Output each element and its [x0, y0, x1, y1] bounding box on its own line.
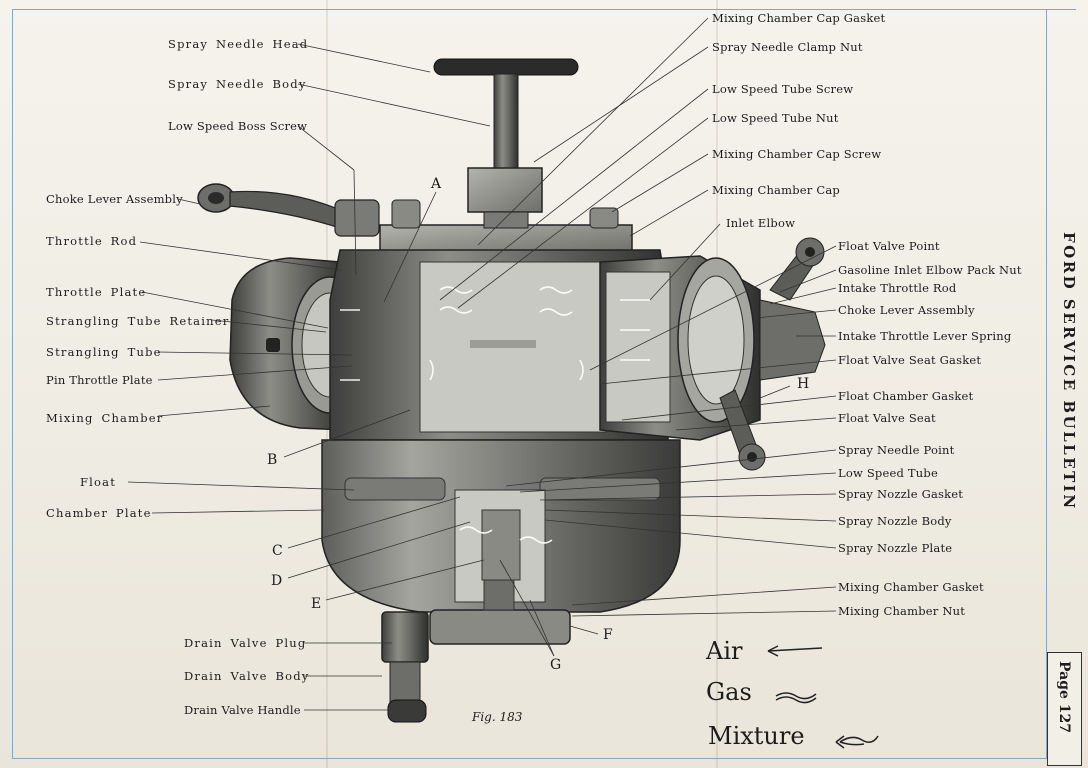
label-inlet-elbow: Inlet Elbow — [726, 216, 796, 230]
choke-lever — [197, 183, 380, 237]
label-spray-needle-body: Spray Needle Body — [168, 77, 307, 91]
inlet-elbow — [599, 255, 826, 441]
callout-letter-a: A — [431, 176, 442, 192]
carburetor-body — [329, 249, 669, 441]
border-rule — [12, 758, 1076, 759]
label-gasoline-inlet-elbow-pack-nut: Gasoline Inlet Elbow Pack Nut — [838, 263, 1022, 277]
border-rule — [1046, 9, 1047, 759]
legend-gas-label: Gas — [706, 678, 752, 706]
label-low-speed-tube: Low Speed Tube — [838, 466, 938, 480]
label-low-speed-boss-screw: Low Speed Boss Screw — [168, 119, 308, 133]
label-spray-nozzle-gasket: Spray Nozzle Gasket — [838, 487, 964, 501]
legend-air-label: Air — [706, 637, 743, 665]
callout-letter-d: D — [271, 573, 283, 589]
label-spray-nozzle-plate: Spray Nozzle Plate — [838, 541, 953, 555]
label-float: Float — [80, 475, 117, 489]
label-spray-needle-point: Spray Needle Point — [838, 443, 955, 457]
label-intake-throttle-rod: Intake Throttle Rod — [838, 281, 957, 295]
border-rule — [12, 9, 13, 759]
label-strangling-tube-retainer: Strangling Tube Retainer — [46, 314, 230, 328]
border-rule — [12, 9, 1076, 10]
label-choke-lever-assembly: Choke Lever Assembly — [46, 192, 183, 206]
label-chamber-plate: Chamber Plate — [46, 506, 152, 520]
callout-letter-b: B — [267, 452, 278, 468]
label-float-valve-seat: Float Valve Seat — [838, 411, 936, 425]
label-low-speed-tube-screw: Low Speed Tube Screw — [712, 82, 854, 96]
legend-symbols — [767, 645, 879, 749]
leader-lines-left — [127, 43, 491, 711]
label-float-valve-seat-gasket: Float Valve Seat Gasket — [838, 353, 982, 367]
label-mixing-chamber-cap-gasket: Mixing Chamber Cap Gasket — [712, 11, 886, 25]
label-strangling-tube: Strangling Tube — [46, 345, 162, 359]
label-drain-valve-plug: Drain Valve Plug — [184, 636, 307, 650]
callout-letter-g: G — [550, 657, 562, 673]
flow-arrows — [340, 286, 650, 544]
label-mixing-chamber-cap-screw: Mixing Chamber Cap Screw — [712, 147, 882, 161]
side-title: FORD SERVICE BULLETIN — [1050, 232, 1080, 532]
label-mixing-chamber: Mixing Chamber — [46, 411, 164, 425]
label-intake-throttle-lever-spring: Intake Throttle Lever Spring — [838, 329, 1012, 343]
label-spray-nozzle-body: Spray Nozzle Body — [838, 514, 952, 528]
label-throttle-plate: Throttle Plate — [46, 285, 147, 299]
label-spray-needle-head: Spray Needle Head — [168, 37, 309, 51]
label-float-chamber-gasket: Float Chamber Gasket — [838, 389, 974, 403]
label-throttle-rod: Throttle Rod — [46, 234, 138, 248]
drain-valve — [381, 611, 429, 723]
label-spray-needle-clamp-nut: Spray Needle Clamp Nut — [712, 40, 863, 54]
callout-letter-f: F — [603, 627, 613, 643]
label-mixing-chamber-nut: Mixing Chamber Nut — [838, 604, 966, 618]
callout-letter-c: C — [272, 543, 283, 559]
label-float-valve-point: Float Valve Point — [838, 239, 940, 253]
side-title-text: FORD SERVICE BULLETIN — [1060, 232, 1078, 511]
label-drain-valve-body: Drain Valve Body — [184, 669, 310, 683]
page-number: Page 127 — [1056, 661, 1072, 734]
label-mixing-chamber-cap: Mixing Chamber Cap — [712, 183, 840, 197]
float-bowl — [321, 439, 681, 645]
mixture-arrow-icon — [835, 735, 879, 749]
air-arrow-icon — [767, 645, 823, 657]
label-low-speed-tube-nut: Low Speed Tube Nut — [712, 111, 839, 125]
callout-letter-h: H — [797, 376, 810, 392]
legend-mixture-label: Mixture — [708, 722, 805, 750]
callout-letter-e: E — [311, 596, 322, 612]
figure-caption: Fig. 183 — [472, 710, 523, 724]
page-number-box: Page 127 — [1047, 652, 1082, 766]
label-choke-lever-assembly-right: Choke Lever Assembly — [838, 303, 975, 317]
label-mixing-chamber-gasket: Mixing Chamber Gasket — [838, 580, 984, 594]
leader-lines-right — [439, 17, 837, 657]
label-pin-throttle-plate: Pin Throttle Plate — [46, 373, 153, 387]
gas-wave-icon — [775, 692, 817, 704]
label-drain-valve-handle: Drain Valve Handle — [184, 703, 301, 717]
